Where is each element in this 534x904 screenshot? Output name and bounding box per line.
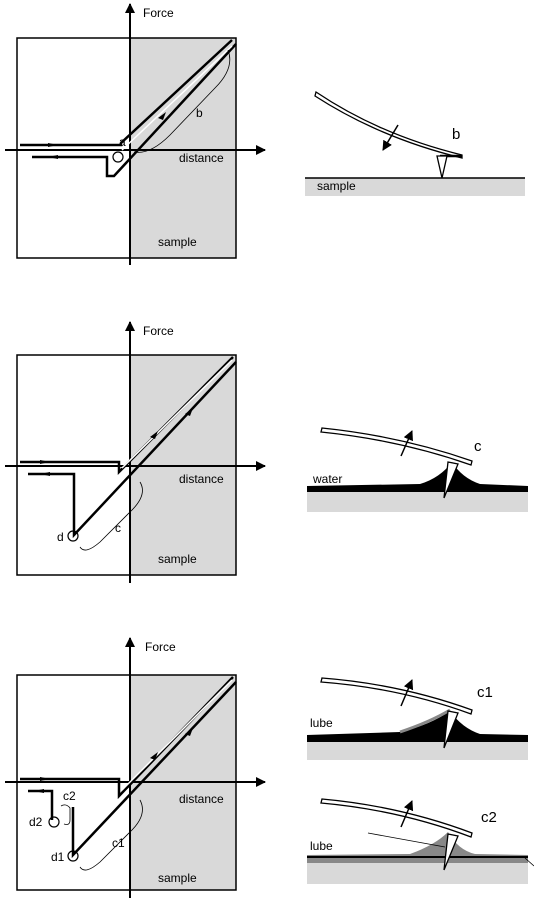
point-d-label: d [57,530,64,544]
bracket-c2 [60,804,71,825]
force-axis-label: Force [143,6,174,20]
cantilever-tip [443,461,459,499]
sample-block [307,862,528,884]
retract-curve-c1 [71,681,237,859]
direction-arrow [48,143,58,147]
sample-label: sample [158,552,197,566]
cantilever-tip [436,155,448,179]
bracket-c [79,481,143,551]
cantilever-tip [443,833,459,871]
sketch-tag-c2: c2 [481,809,497,826]
sketch-tag-c: c [474,438,482,455]
point-d1-marker [67,850,79,862]
distance-axis-label: distance [179,151,224,165]
bend-arrow [400,800,414,828]
point-a-marker [112,151,124,163]
water-label: water [312,472,342,486]
lube-layer [307,711,528,742]
sketch-tag-c1: c1 [477,684,493,701]
direction-arrow [185,408,193,416]
bend-arrow [400,430,413,457]
cantilever-sketch-c2: lube c2 [307,798,534,884]
direction-arrow [40,460,50,464]
sample-label: sample [317,179,356,193]
lube-label: lube [310,839,333,853]
cantilever-sketch-b: sample b [305,90,525,196]
distance-axis-label: distance [179,792,224,806]
direction-arrow [40,777,50,781]
cantilever-beam [314,90,463,159]
segment-b-label: b [196,106,203,120]
cantilever-beam [320,427,473,466]
sample-region [130,38,236,258]
cantilever-beam [320,677,473,715]
point-d2-marker [48,816,60,828]
plot-frame [16,37,237,259]
direction-arrow [40,472,50,476]
cantilever-beam [320,798,473,838]
sample-block [307,740,528,760]
bracket-b [133,49,231,153]
retract-curve [28,361,237,539]
approach-curve [20,39,233,147]
bend-arrow [400,679,414,707]
direction-arrow [48,155,58,159]
segment-c-label: c [115,521,121,535]
force-curve-plot-2: Force distance sample d c [5,321,266,583]
cantilever-sketch-c1: lube c1 [307,677,528,760]
force-curve-plot-3: Force distance sample d2 d1 c2 c1 [5,637,266,898]
direction-arrow [150,431,158,439]
force-curve-plot-1: Force distance sample a b [5,3,266,265]
sketch-tag-b: b [452,126,460,143]
bracket-c1 [79,799,143,871]
direction-arrow [185,728,193,736]
sample-block [307,490,528,512]
force-axis-label: Force [143,324,174,338]
force-axis-label: Force [145,640,176,654]
lube-surface-line [367,832,446,848]
lube-layer [307,832,528,863]
segment-c2-label: c2 [63,789,76,803]
bend-arrow [382,124,399,151]
water-layer [307,462,528,492]
sample-label: sample [158,235,197,249]
point-d2-label: d2 [29,815,43,829]
sample-block [305,178,525,196]
point-a-label: a [119,135,126,149]
segment-c1-label: c1 [112,836,125,850]
direction-arrow [158,112,166,120]
lube-label: lube [310,716,333,730]
point-d-marker [67,530,79,542]
sample-label: sample [158,871,197,885]
distance-axis-label: distance [179,472,224,486]
direction-arrow [150,752,158,760]
cantilever-tip [443,710,459,749]
direction-arrow [34,789,44,793]
point-d1-label: d1 [51,850,65,864]
cantilever-sketch-c: water c [307,427,528,512]
retract-curve [32,43,237,178]
